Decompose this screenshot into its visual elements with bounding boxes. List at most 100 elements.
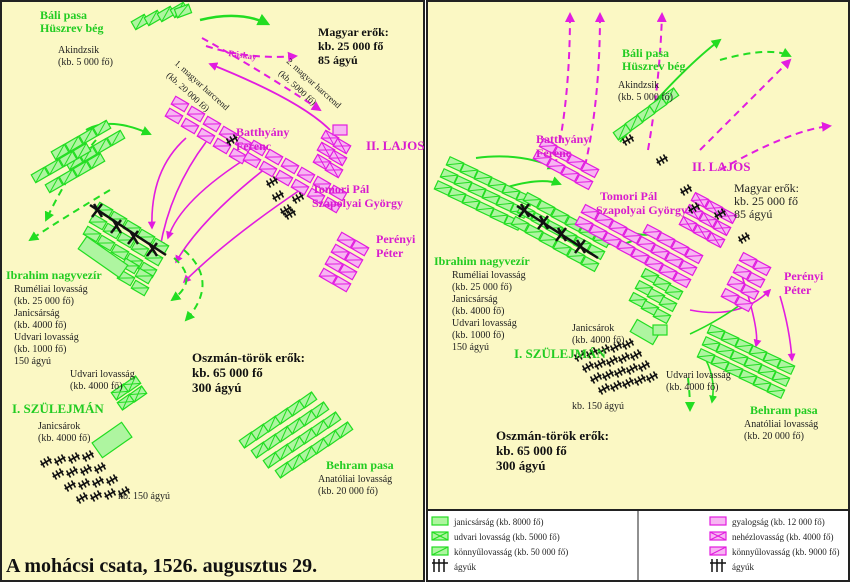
ottoman-anatolian-cavalry-r — [701, 335, 721, 353]
arrow-flank-attack-top — [85, 122, 152, 136]
ottoman-rumelian-cavalry-b — [44, 176, 64, 194]
left-label-peter: Péter — [376, 246, 404, 260]
left-label-udvari-count: (kb. 1000 fő) — [14, 344, 67, 355]
hungarian-cannon — [265, 176, 279, 188]
ottoman-cannon — [39, 456, 53, 468]
hungarian-first-line-right — [258, 160, 278, 178]
right-label-udvari2: Udvari lovasság — [666, 370, 731, 381]
hungarian-second-line-r — [678, 215, 698, 233]
hungarian-first-line-right — [290, 178, 310, 196]
ottoman-anatolian-cavalry — [310, 419, 330, 437]
ottoman-rumelian-cavalry-a — [106, 129, 126, 147]
left-label-huszrev-beg: Hüszrev bég — [40, 21, 103, 35]
hungarian-first-line-r-right — [678, 259, 698, 277]
hungarian-first-line-r-right — [684, 247, 704, 265]
hungarian-cannon-r — [621, 134, 635, 146]
legend-hungarian: gyalogság (kb. 12 000 fő) nehézlovasság … — [709, 516, 840, 572]
unit-blocks — [30, 1, 796, 479]
ottoman-rumelian-cavalry-r — [495, 195, 515, 213]
hungarian-first-line-right — [242, 151, 262, 169]
hungarian-first-line-right — [312, 175, 332, 193]
arrow-hungarian-attack-3 — [175, 167, 267, 264]
hungarian-second-line — [332, 137, 352, 155]
arrow-rasky-left — [201, 37, 322, 112]
left-label-batthyany: Batthyány — [236, 125, 289, 139]
left-oszman-count: kb. 65 000 fő — [192, 365, 263, 380]
hungarian-cannon — [271, 190, 285, 202]
ottoman-light-cavalry-bali-r — [660, 87, 680, 105]
right-magyar-title: Magyar erők: — [734, 181, 799, 195]
hungarian-cannon-r — [655, 154, 669, 166]
hungarian-first-line-right — [280, 157, 300, 175]
hungarian-pereny-r — [746, 271, 766, 289]
ottoman-cannon-r — [597, 383, 611, 395]
hungarian-cannon-r — [737, 232, 751, 244]
hungarian-first-line-r-right — [658, 263, 678, 281]
ottoman-rumelian-cavalry-r — [459, 162, 479, 180]
legend-hungarian-label-0: gyalogság (kb. 12 000 fő) — [732, 517, 825, 527]
right-label-janicsarok-count: (kb. 4000 fő) — [572, 335, 625, 346]
hungarian-pereny-wing — [350, 239, 370, 257]
hungarian-pereny-r — [752, 259, 772, 277]
arrow-r-hungarian-attack-1 — [689, 288, 772, 314]
ottoman-anatolian-cavalry — [334, 421, 354, 439]
ottoman-anatolian-cavalry-r — [729, 349, 749, 367]
hungarian-first-line-right — [306, 187, 326, 205]
arrow-r-pursuit-3 — [647, 12, 667, 151]
ottoman-court-cavalry — [128, 385, 148, 403]
ottoman-cannon-r — [609, 380, 623, 392]
king-lajos-position — [332, 124, 348, 136]
left-magyar-count: kb. 25 000 fő — [318, 39, 383, 53]
ottoman-rumelian-cavalry-r — [439, 167, 459, 185]
right-label-anatoliai-count: (kb. 20 000 fő) — [744, 431, 804, 442]
ottoman-rumelian-cavalry-a — [92, 119, 112, 137]
left-label-anatoliai: Anatóliai lovasság — [318, 474, 392, 485]
hungarian-first-line-r-mid — [602, 231, 622, 249]
ottoman-cannon — [79, 464, 93, 476]
ottoman-rumelian-cavalry-b — [72, 142, 92, 160]
right-oszman-count: kb. 65 000 fő — [496, 443, 567, 458]
ottoman-cannon-r — [585, 347, 599, 359]
hungarian-pereny-wing — [344, 251, 364, 269]
hungarian-first-line-right — [328, 184, 348, 202]
right-label-ibrahim: Ibrahim nagyvezír — [434, 254, 530, 268]
hungarian-first-line-r-mid — [594, 211, 614, 229]
ottoman-rumelian-cavalry-a — [92, 137, 112, 155]
hungarian-second-line-r — [712, 219, 732, 237]
right-label-rumeli-count: (kb. 25 000 fő) — [452, 282, 512, 293]
hungarian-first-line-r-left — [580, 161, 600, 179]
legend-ottoman-label-1: udvari lovasság (kb. 5000 fő) — [454, 532, 560, 542]
legend-hungarian-label-3: ágyúk — [732, 562, 754, 572]
ottoman-anatolian-cavalry-r — [757, 363, 777, 381]
arrow-r-pursuit-4 — [699, 58, 792, 151]
ottoman-rumelian-cavalry-d — [134, 267, 154, 285]
ottoman-rumelian-cavalry-r2 — [510, 215, 530, 233]
ottoman-rumelian-cavalry-b — [86, 152, 106, 170]
hungarian-first-line-right — [274, 169, 294, 187]
arrow-r-pursuit-2 — [584, 12, 605, 167]
hungarian-first-line-r-left — [532, 149, 552, 167]
ottoman-rumelian-cavalry-r — [501, 183, 521, 201]
ottoman-cannon-r — [605, 355, 619, 367]
hungarian-second-line — [328, 149, 348, 167]
ottoman-rumelian-cavalry-r — [467, 181, 487, 199]
left-label-behram: Behram pasa — [326, 458, 394, 472]
ottoman-anatolian-cavalry-r — [762, 351, 782, 369]
left-label-janicsarok-count: (kb. 4000 fő) — [38, 433, 91, 444]
legend-hungarian-cannon-symbol — [710, 559, 726, 572]
hungarian-first-line-r-right — [630, 247, 650, 265]
hungarian-first-line-r-right — [672, 271, 692, 289]
hungarian-second-line — [324, 161, 344, 179]
hungarian-first-line-right — [264, 148, 284, 166]
hungarian-pereny-r — [740, 283, 760, 301]
left-label-bali-pasa: Báli pasa — [40, 8, 87, 22]
ottoman-cannon-r — [589, 372, 603, 384]
left-label-udvari: Udvari lovasság — [14, 332, 79, 343]
ottoman-light-cavalry-bali-r — [624, 114, 644, 132]
hungarian-first-line-r-right — [650, 243, 670, 261]
hungarian-first-line-r-left — [552, 145, 572, 163]
right-oszman-cannons: 300 ágyú — [496, 458, 545, 473]
ottoman-court-cavalry-r — [652, 307, 672, 325]
legend-ottoman-cannon-symbol — [432, 559, 448, 572]
